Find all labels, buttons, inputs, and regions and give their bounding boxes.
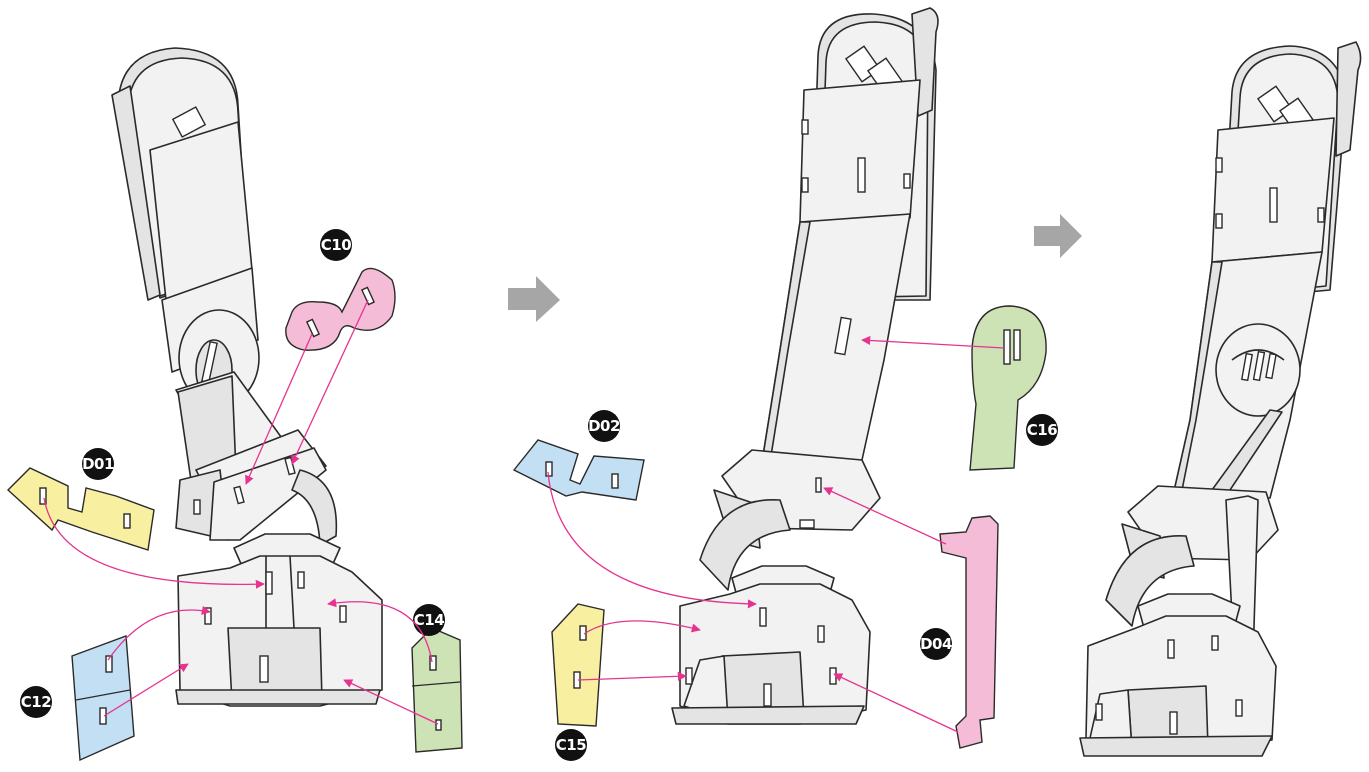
- c15-badge: [555, 729, 587, 761]
- d02-label: D02: [588, 417, 620, 435]
- c12-badge: [20, 686, 52, 718]
- d04-label: D04: [920, 635, 952, 653]
- part-c14: C14: [411, 604, 463, 753]
- part-c16: C16: [969, 305, 1058, 471]
- c10-badge: [320, 229, 352, 261]
- part-d01: D01: [6, 448, 155, 551]
- part-c10: C10: [285, 229, 396, 351]
- d01-badge: [82, 448, 114, 480]
- right-arrow-icon: [508, 276, 560, 322]
- c14-label: C14: [414, 611, 444, 629]
- c12-label: C12: [21, 693, 51, 711]
- c15-label: C15: [556, 736, 586, 754]
- c14-badge: [413, 604, 445, 636]
- d02-badge: [588, 410, 620, 442]
- step2-connectors: [547, 335, 1005, 733]
- step1-model: [111, 47, 383, 707]
- step3-model: [1079, 41, 1362, 757]
- part-c12: C12: [20, 635, 135, 762]
- d01-label: D01: [82, 455, 114, 473]
- c16-badge: [1026, 414, 1058, 446]
- part-d02: D02: [512, 410, 645, 501]
- part-c15: C15: [551, 603, 605, 761]
- step1-connectors: [43, 299, 439, 725]
- c16-label: C16: [1027, 421, 1057, 439]
- step2-model: [671, 7, 939, 725]
- c10-label: C10: [321, 236, 351, 254]
- part-d04: D04: [920, 515, 999, 749]
- right-arrow-icon-2: [1034, 214, 1082, 258]
- d04-badge: [920, 628, 952, 660]
